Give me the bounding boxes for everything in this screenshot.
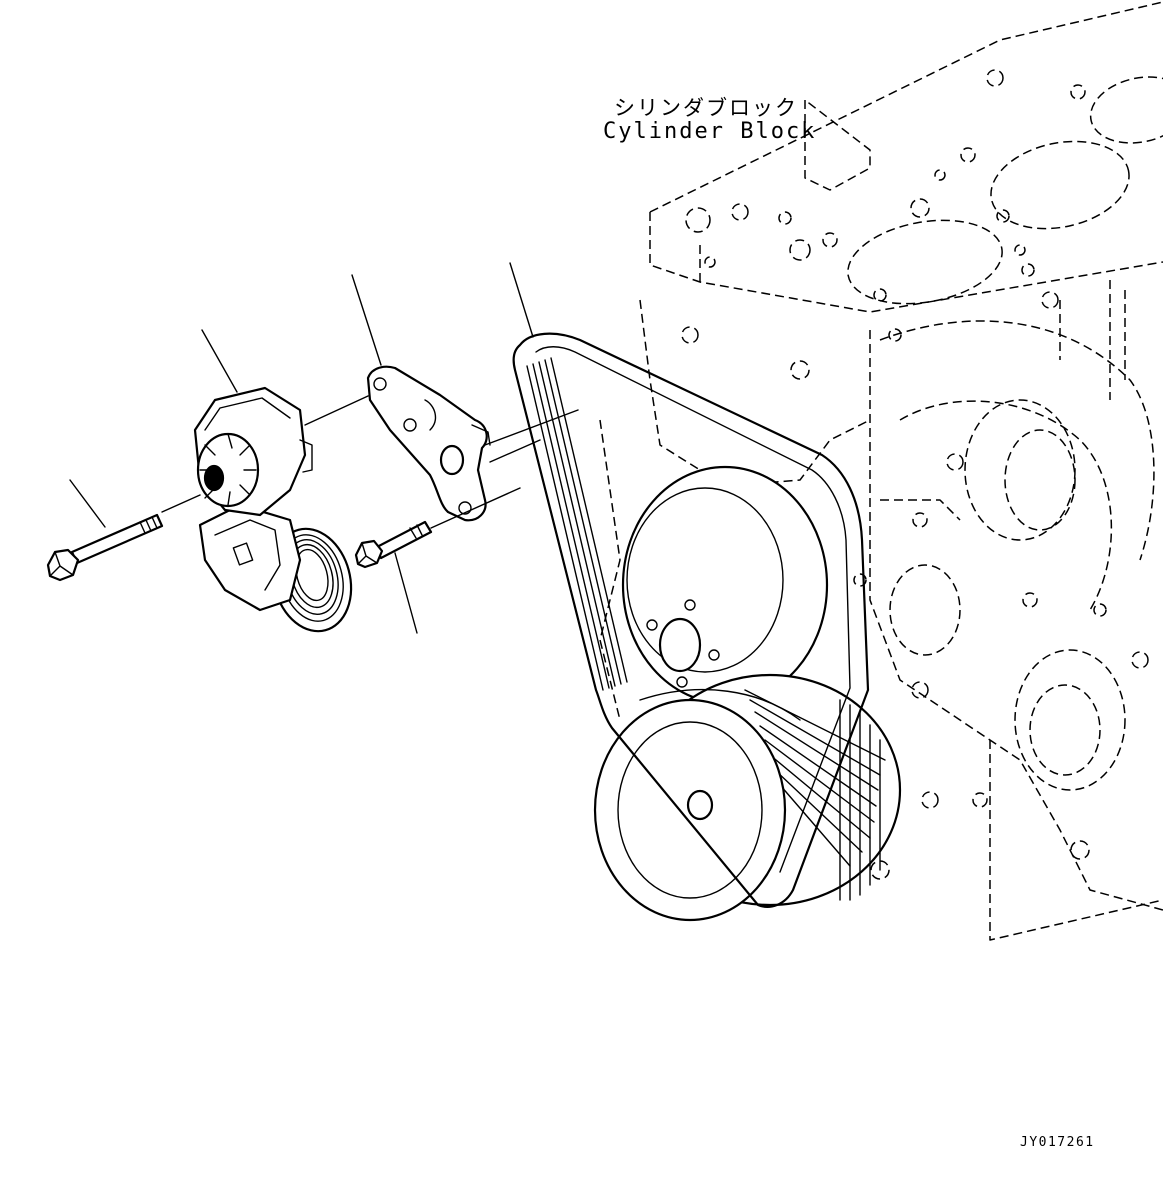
alignment-lines <box>161 395 579 529</box>
long-bolt <box>46 513 164 582</box>
tensioner-bracket <box>366 365 491 522</box>
upper-pulley <box>621 465 829 705</box>
cylinder-block-label-jp: シリンダブロック <box>614 96 798 120</box>
tensioner-assembly <box>193 386 353 633</box>
cylinder-block-phantom <box>599 1 1163 941</box>
cylinder-block-label-en: Cylinder Block <box>603 119 817 144</box>
leader-lines <box>69 262 534 634</box>
crankshaft-pulley <box>593 673 902 922</box>
drawing-code: JY017261 <box>1020 1135 1095 1150</box>
v-ribbed-belt <box>512 332 870 908</box>
short-bolt <box>354 520 433 569</box>
